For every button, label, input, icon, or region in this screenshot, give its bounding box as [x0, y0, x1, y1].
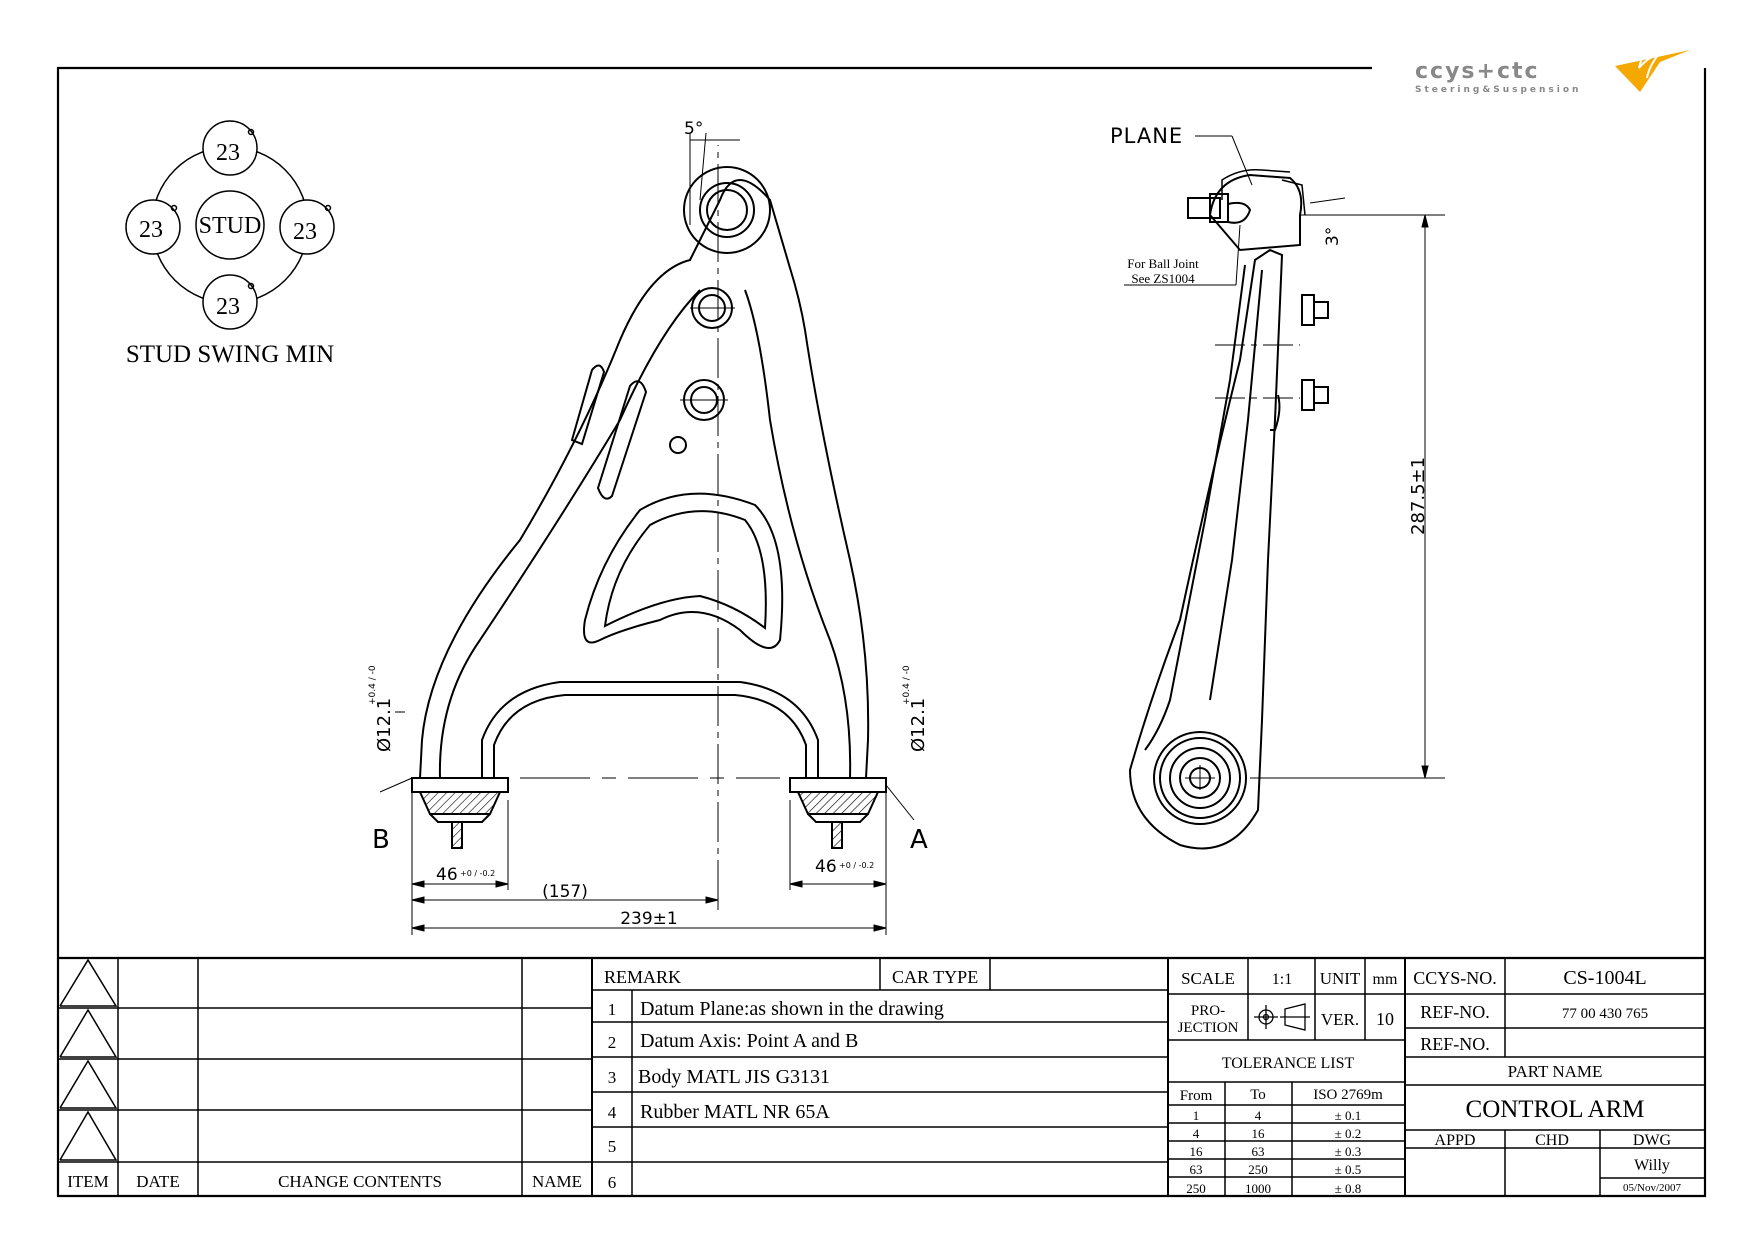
- company-logo: ccys+ctc Steering&Suspension: [1415, 48, 1690, 95]
- remark-text-2: Datum Axis: Point A and B: [640, 1030, 858, 1052]
- ccys-no-value: CS-1004L: [1563, 967, 1646, 989]
- tol-from-4: 63: [1190, 1162, 1203, 1177]
- scale-label: SCALE: [1181, 969, 1235, 988]
- unit-value: mm: [1373, 971, 1398, 988]
- tol-header-from: From: [1180, 1088, 1213, 1104]
- tol-iso-2: ± 0.2: [1335, 1126, 1362, 1141]
- part-name-label: PART NAME: [1508, 1062, 1603, 1081]
- ball-joint-note-2: See ZS1004: [1131, 271, 1195, 286]
- tol-iso-5: ± 0.8: [1335, 1181, 1362, 1196]
- tol-header-iso: ISO 2769m: [1313, 1087, 1383, 1103]
- remark-text-4: Rubber MATL NR 65A: [640, 1101, 830, 1123]
- tol-iso-4: ± 0.5: [1335, 1162, 1362, 1177]
- ref-no-label: REF-NO.: [1420, 1002, 1490, 1022]
- front-dimensions: [379, 711, 915, 935]
- side-angle-label: 3°: [1323, 227, 1343, 246]
- dim-left-46-tol: +0 / -0.2: [460, 869, 495, 878]
- stud-angle-left: 23: [139, 217, 163, 243]
- tol-to-4: 250: [1248, 1162, 1268, 1177]
- title-block-grid: [58, 956, 1705, 1196]
- rev-header-date: DATE: [136, 1172, 179, 1191]
- ref-no-value: 77 00 430 765: [1562, 1006, 1648, 1022]
- remark-num-3: 3: [608, 1068, 617, 1087]
- projection-label-1: PRO-: [1191, 1003, 1225, 1019]
- tol-iso-3: ± 0.3: [1335, 1144, 1362, 1159]
- front-dia-left: Ø12.1: [374, 698, 395, 752]
- tolerance-title: TOLERANCE LIST: [1222, 1055, 1355, 1072]
- rev-header-item: ITEM: [67, 1172, 109, 1191]
- datum-b-label: B: [372, 825, 390, 855]
- front-angle-label: 5°: [684, 119, 703, 139]
- ccys-no-label: CCYS-NO.: [1413, 968, 1497, 988]
- dim-right-46: 46: [815, 857, 837, 877]
- tol-to-1: 4: [1255, 1108, 1262, 1123]
- rev-header-contents: CHANGE CONTENTS: [278, 1172, 442, 1191]
- datum-a-label: A: [910, 825, 928, 855]
- ref-no2-label: REF-NO.: [1420, 1034, 1490, 1054]
- stud-angle-bottom: 23: [216, 294, 240, 320]
- remark-text-1: Datum Plane:as shown in the drawing: [640, 998, 944, 1020]
- appd-label: APPD: [1435, 1132, 1476, 1149]
- stud-swing-diagram: [125, 120, 335, 330]
- unit-label: UNIT: [1320, 969, 1361, 988]
- ver-label: VER.: [1321, 1010, 1359, 1029]
- tol-from-5: 250: [1186, 1181, 1206, 1196]
- logo-brand: ccys+ctc: [1415, 59, 1540, 84]
- remark-num-1: 1: [608, 1000, 617, 1019]
- side-dimensions: [1124, 135, 1445, 790]
- tol-from-1: 1: [1193, 1108, 1200, 1123]
- stud-swing-title: STUD SWING MIN: [126, 341, 334, 368]
- front-view: [411, 166, 887, 849]
- stud-angle-top: 23: [216, 140, 240, 166]
- remark-text-3: Body MATL JIS G3131: [638, 1066, 830, 1088]
- dim-right-46-tol: +0 / -0.2: [839, 861, 874, 870]
- tol-to-3: 63: [1252, 1144, 1265, 1159]
- remark-header: REMARK: [604, 967, 681, 987]
- ball-joint-note-1: For Ball Joint: [1127, 256, 1199, 271]
- ver-value: 10: [1376, 1009, 1394, 1029]
- drawing-date: 05/Nov/2007: [1623, 1182, 1682, 1194]
- remark-num-5: 5: [608, 1137, 617, 1156]
- front-dia-right: Ø12.1: [908, 698, 929, 752]
- dwg-label: DWG: [1633, 1132, 1672, 1149]
- projection-symbol-icon: [1254, 1003, 1310, 1031]
- tol-header-to: To: [1250, 1087, 1266, 1103]
- remark-num-2: 2: [608, 1033, 617, 1052]
- plane-label: PLANE: [1110, 124, 1183, 148]
- front-dia-right-tol: +0.4 / -0: [902, 665, 912, 705]
- sheet-border: [56, 66, 1707, 1198]
- front-dia-left-tol: +0.4 / -0: [368, 665, 378, 705]
- chd-label: CHD: [1535, 1132, 1569, 1149]
- tol-to-2: 16: [1252, 1126, 1266, 1141]
- drawn-by: Willy: [1634, 1157, 1670, 1174]
- car-type-label: CAR TYPE: [892, 967, 978, 987]
- dim-239: 239±1: [620, 909, 678, 929]
- height-dim-label: 287.5±1: [1408, 457, 1429, 535]
- remark-num-4: 4: [608, 1103, 617, 1122]
- dim-left-46: 46: [436, 865, 458, 885]
- logo-swoosh-icon: [1615, 50, 1690, 92]
- remark-num-6: 6: [608, 1173, 617, 1192]
- front-centerlines: [520, 132, 780, 900]
- tol-to-5: 1000: [1245, 1181, 1271, 1196]
- stud-angle-right: 23: [293, 219, 317, 245]
- tol-iso-1: ± 0.1: [1335, 1108, 1362, 1123]
- part-name-value: CONTROL ARM: [1466, 1096, 1645, 1123]
- logo-tagline: Steering&Suspension: [1415, 85, 1581, 95]
- projection-label-2: JECTION: [1178, 1020, 1239, 1036]
- scale-value: 1:1: [1272, 971, 1292, 988]
- tol-from-3: 16: [1190, 1144, 1204, 1159]
- dim-157: (157): [542, 882, 588, 902]
- stud-center-label: STUD: [199, 213, 262, 239]
- tol-from-2: 4: [1193, 1126, 1200, 1141]
- rev-header-name: NAME: [532, 1172, 582, 1191]
